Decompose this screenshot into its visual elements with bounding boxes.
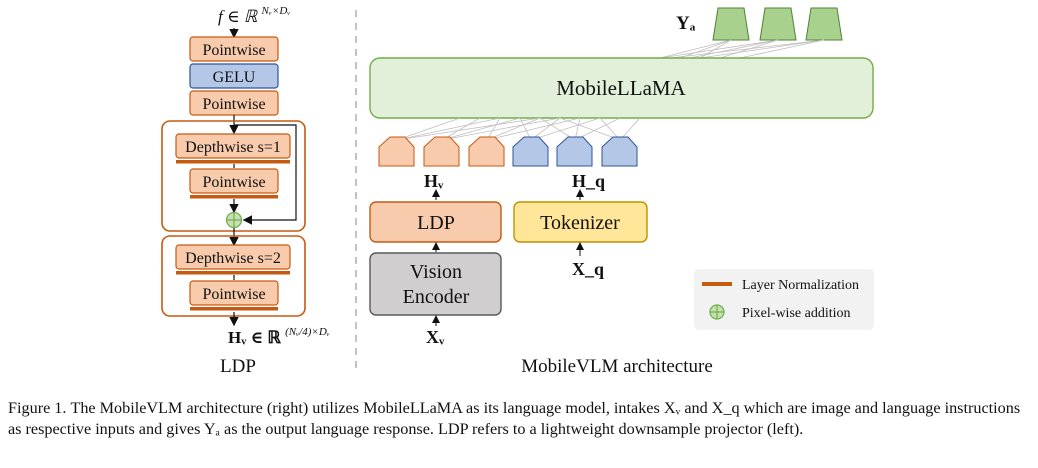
caption-prefix: Figure 1. <box>8 399 67 417</box>
visual-token-2 <box>423 136 460 167</box>
ldp-pointwise-2-label: Pointwise <box>202 96 265 113</box>
text-token-3 <box>601 136 638 167</box>
residual-path <box>234 124 297 225</box>
ldp-gelu-box <box>189 63 279 89</box>
ldp-g1-pointwise-label: Pointwise <box>202 174 265 191</box>
ldp-depthwise-2-box <box>175 244 291 270</box>
visual-tokens <box>378 136 505 167</box>
output-token-1 <box>712 7 750 41</box>
vision-encoder-line2: Encoder <box>403 286 470 308</box>
norm-bar-4 <box>190 307 278 311</box>
legend-norm-label: Layer Normalization <box>742 278 859 293</box>
pixel-add-icon <box>225 211 243 229</box>
hq-label: H_q <box>572 171 605 191</box>
ldp-depthwise-1-label: Depthwise s=1 <box>185 139 281 156</box>
figure-caption: Figure 1.The MobileVLM architecture (rig… <box>8 398 1030 440</box>
arch-panel: Yₐ MobileLLaMA <box>369 7 874 377</box>
ldp-pointwise-1-label: Pointwise <box>202 42 265 59</box>
vision-encoder-line1: Vision <box>410 261 462 283</box>
legend-add-icon <box>709 304 725 320</box>
legend-norm-swatch <box>702 282 732 286</box>
output-token-3 <box>805 7 843 41</box>
ldp-panel: f ∈ ℝ Nᵥ×Dᵥ Pointwise GELU Pointwise Dep… <box>161 5 330 377</box>
norm-bar-1 <box>176 160 290 164</box>
mobilellama-label: MobileLLaMA <box>556 76 686 100</box>
visual-token-3 <box>468 136 505 167</box>
text-tokens <box>512 136 638 167</box>
ldp-block-label: LDP <box>417 212 455 234</box>
output-token-2 <box>759 7 797 41</box>
ldp-depthwise-1-box <box>175 133 291 159</box>
tokenizer-label: Tokenizer <box>540 212 620 234</box>
legend-add-label: Pixel-wise addition <box>742 306 851 321</box>
ldp-input-label: f ∈ ℝ Nᵥ×Dᵥ <box>218 5 290 26</box>
ldp-g2-pointwise-label: Pointwise <box>202 286 265 303</box>
text-token-2 <box>556 136 593 167</box>
ldp-gelu-label: GELU <box>213 69 256 86</box>
input-attention-lines <box>396 117 641 141</box>
diagram-canvas: f ∈ ℝ Nᵥ×Dᵥ Pointwise GELU Pointwise Dep… <box>161 5 874 377</box>
ldp-g1-pointwise-box <box>189 168 279 194</box>
norm-bar-3 <box>176 271 290 275</box>
xv-label: Xᵥ <box>426 327 445 347</box>
ldp-g2-pointwise-box <box>189 280 279 306</box>
ldp-pointwise-1-box <box>189 36 279 62</box>
hv-label: Hᵥ <box>424 171 444 191</box>
ldp-panel-title: LDP <box>220 356 256 377</box>
ldp-depthwise-2-label: Depthwise s=2 <box>185 250 281 267</box>
output-tokens <box>712 7 843 41</box>
xq-label: X_q <box>572 259 604 279</box>
mobilellama-box <box>369 57 874 119</box>
arch-panel-title: MobileVLM architecture <box>521 356 713 377</box>
legend-box <box>694 269 874 330</box>
ldp-output-label: Hᵥ ∈ ℝ (Nᵥ/4)×Dᵥ <box>228 326 330 347</box>
norm-bar-2 <box>190 195 278 199</box>
visual-token-1 <box>378 136 415 167</box>
text-token-1 <box>512 136 549 167</box>
output-label-ya: Yₐ <box>676 13 696 34</box>
output-attention-lines <box>659 39 825 59</box>
legend: Layer Normalization Pixel-wise addition <box>694 269 874 330</box>
caption-text: The MobileVLM architecture (right) utili… <box>8 399 1021 438</box>
